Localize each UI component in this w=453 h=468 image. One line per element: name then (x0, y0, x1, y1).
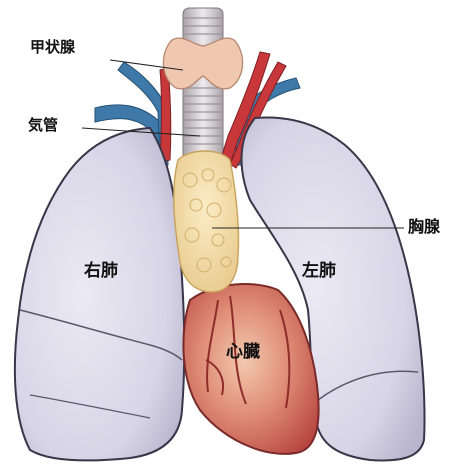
right-lung-label: 右肺 (84, 263, 118, 280)
heart-label: 心臓 (226, 344, 260, 361)
heart (183, 284, 318, 454)
thymus (174, 151, 239, 292)
left-lung-label: 左肺 (302, 263, 336, 280)
thymus-label: 胸腺 (408, 219, 440, 235)
trachea-label: 気管 (28, 118, 58, 133)
thyroid-label: 甲状腺 (30, 40, 75, 55)
right-lung (15, 128, 184, 460)
